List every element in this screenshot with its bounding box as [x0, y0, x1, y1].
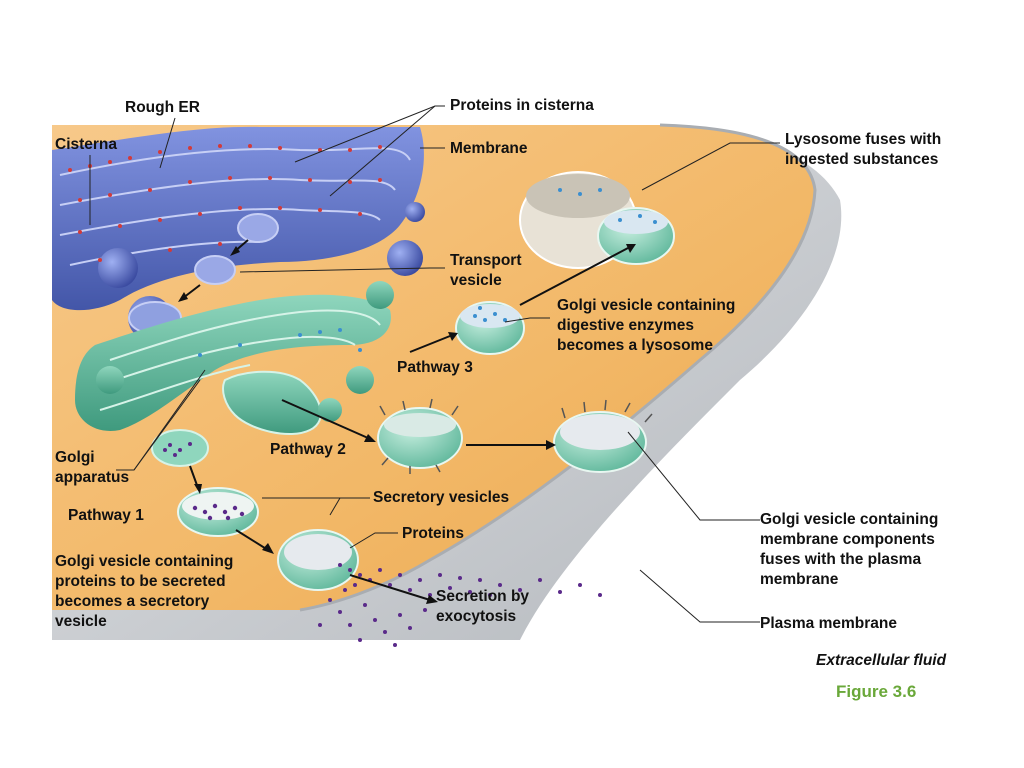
label-golgi-vesicle-digestive: Golgi vesicle containing digestive enzym… — [557, 297, 736, 354]
label-cisterna: Cisterna — [55, 136, 118, 153]
transport-vesicle — [237, 213, 279, 243]
label-golgi-apparatus: Golgi apparatus — [55, 449, 130, 486]
label-golgi-vesicle-membrane: Golgi vesicle containing membrane compon… — [760, 511, 939, 588]
label-secretion-by-exocytosis: Secretion by exocytosis — [436, 588, 530, 625]
lysosome-precursor-vesicle — [455, 301, 525, 355]
golgi-apparatus — [75, 281, 394, 436]
fused-membrane-vesicle — [553, 399, 653, 473]
protein-dots — [163, 442, 192, 457]
label-secretory-vesicles: Secretory vesicles — [373, 489, 510, 506]
secretory-vesicle — [177, 487, 259, 537]
label-proteins-in-cisterna: Proteins in cisterna — [450, 97, 594, 114]
rough-er — [52, 126, 425, 340]
lysosome-fusion — [519, 171, 675, 269]
membrane-component-vesicle — [377, 398, 463, 474]
exocytosis-vesicle — [277, 529, 359, 591]
label-proteins: Proteins — [402, 525, 465, 542]
label-membrane: Membrane — [450, 140, 528, 157]
er-bubble — [405, 202, 425, 222]
label-transport-vesicle: Transport vesicle — [450, 252, 522, 289]
er-bubble — [98, 248, 138, 288]
label-plasma-membrane: Plasma membrane — [760, 615, 897, 632]
label-pathway-1: Pathway 1 — [68, 507, 144, 524]
label-rough-er: Rough ER — [125, 99, 200, 116]
label-pathway-2: Pathway 2 — [270, 441, 346, 458]
leader-lines — [89, 105, 780, 623]
label-extracellular-fluid: Extracellular fluid — [816, 652, 947, 669]
plasma-membrane-edge — [299, 123, 817, 612]
arrowheads — [178, 244, 636, 604]
label-pathway-3: Pathway 3 — [397, 359, 473, 376]
er-bubble — [387, 240, 423, 276]
figure-caption: Figure 3.6 — [836, 682, 917, 701]
transport-vesicle — [194, 255, 236, 285]
label-golgi-vesicle-proteins: Golgi vesicle containing proteins to be … — [55, 553, 234, 630]
secreted-proteins — [318, 563, 602, 647]
label-lysosome-fuses: Lysosome fuses with ingested substances — [785, 131, 942, 168]
